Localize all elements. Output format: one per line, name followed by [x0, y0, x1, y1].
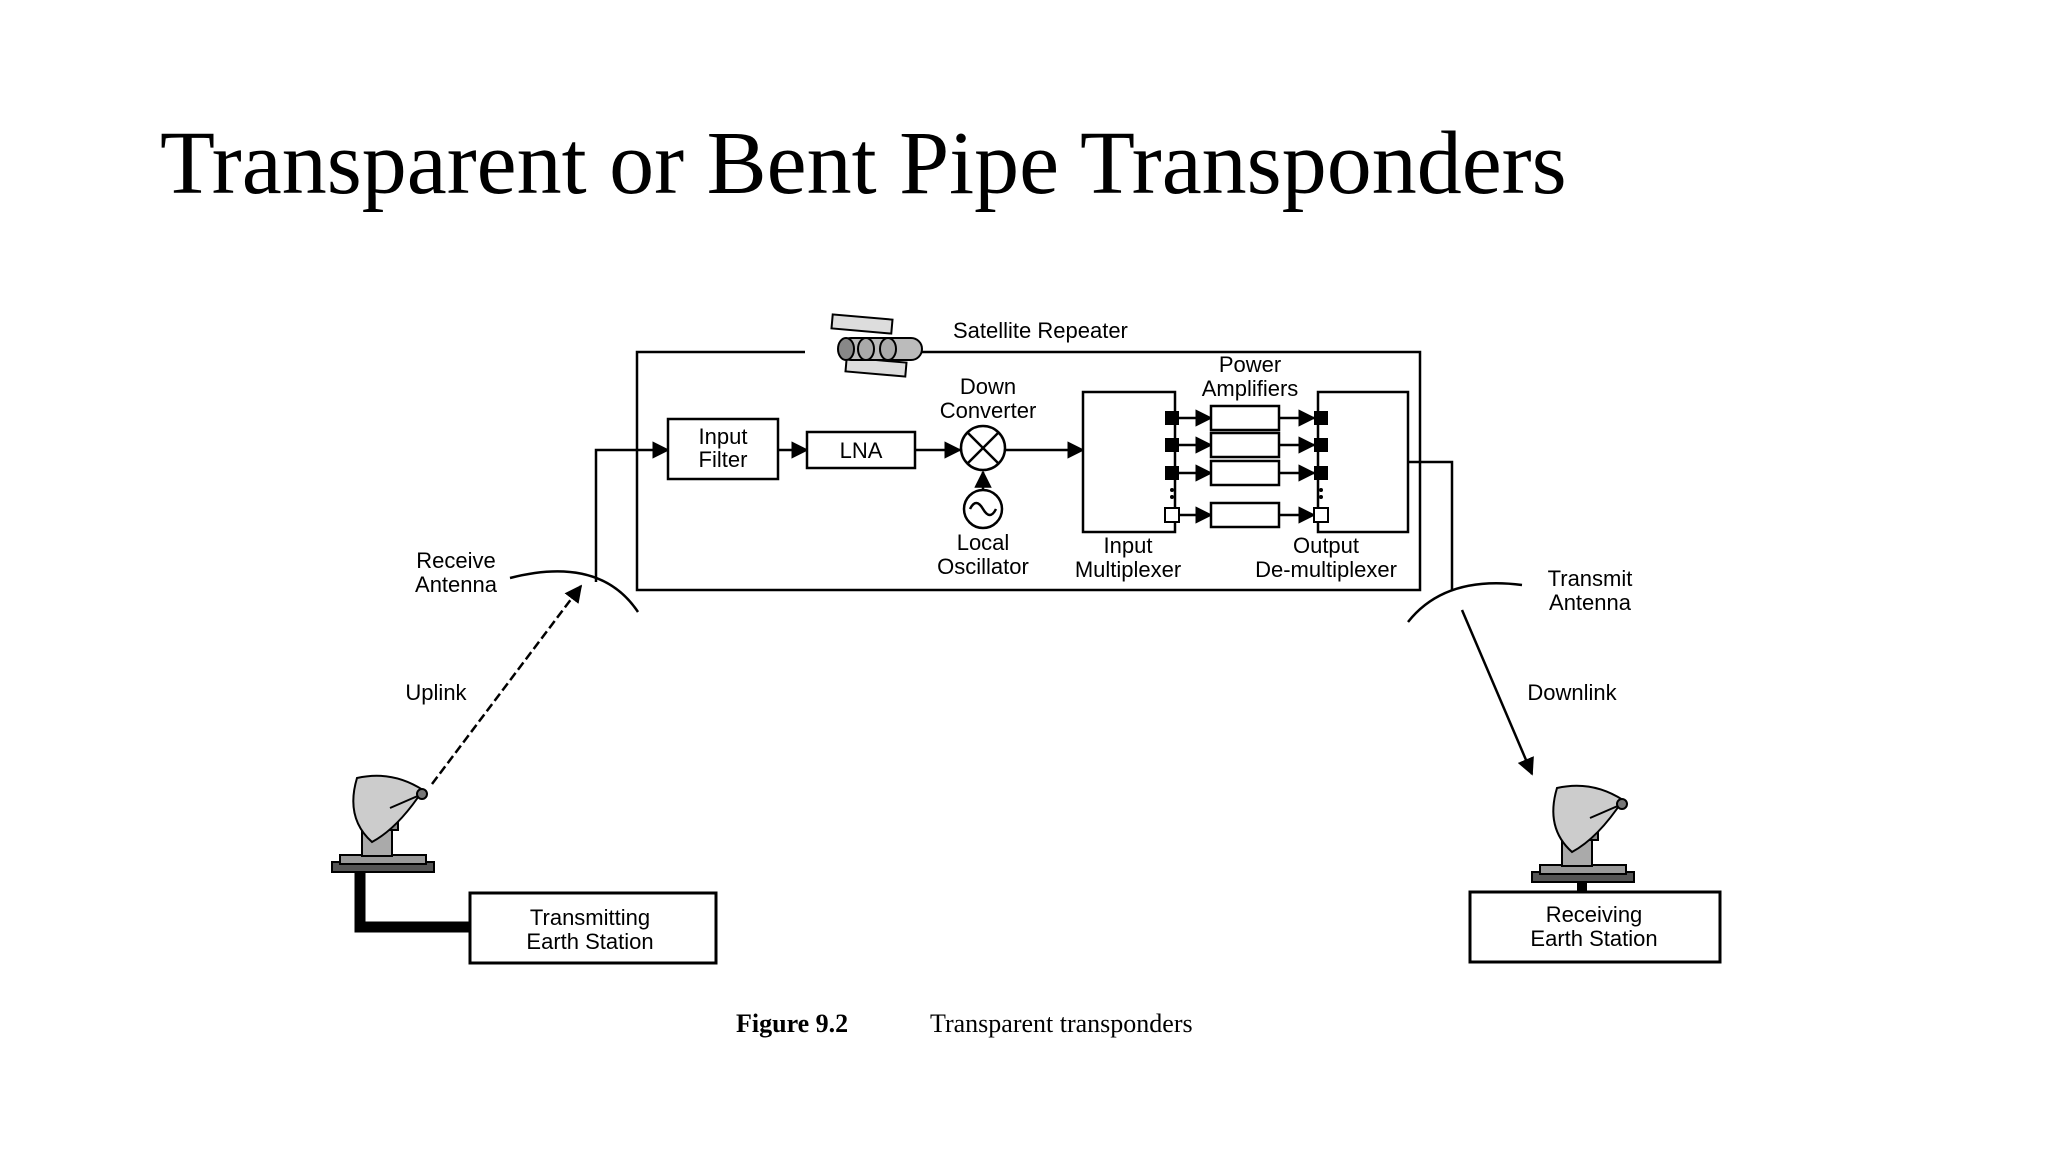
- receive-antenna-label-1: Receive: [416, 548, 495, 573]
- transmit-antenna-label-1: Transmit: [1548, 566, 1633, 591]
- transmit-antenna-icon: [1407, 582, 1523, 623]
- uplink-arrow: [431, 584, 583, 785]
- figure-caption: Transparent transponders: [930, 1009, 1193, 1038]
- receive-antenna-icon: [509, 570, 640, 613]
- power-amplifiers-label-2: Amplifiers: [1202, 376, 1299, 401]
- output-demultiplexer-label-2: De-multiplexer: [1255, 557, 1397, 582]
- transmitting-station-box: [468, 891, 718, 965]
- downlink-arrow: [1460, 609, 1534, 776]
- amplifier-channel-4: [1164, 501, 1329, 529]
- receiving-station-box: [1468, 890, 1722, 964]
- receiving-dish-icon: [1531, 784, 1635, 883]
- downlink-label: Downlink: [1527, 680, 1617, 705]
- amplifier-channel-1: [1165, 404, 1328, 432]
- mixer-icon: [959, 424, 1007, 472]
- lna-block: [805, 430, 917, 470]
- down-converter-label-2: Converter: [940, 398, 1037, 423]
- input-multiplexer-label-1: Input: [1104, 533, 1153, 558]
- satellite-repeater-label: Satellite Repeater: [953, 318, 1128, 343]
- input-multiplexer-block: [1081, 390, 1177, 534]
- channel-continuation-dots: [1170, 488, 1323, 499]
- input-multiplexer-label-2: Multiplexer: [1075, 557, 1181, 582]
- power-amplifiers-label-1: Power: [1219, 352, 1281, 377]
- receive-feed-line: [594, 441, 670, 582]
- input-filter-label-1: Input: [699, 424, 748, 449]
- amplifier-channel-3: [1165, 459, 1328, 487]
- transmitting-dish-icon: [331, 774, 435, 873]
- satellite-repeater-frame: [635, 350, 1422, 592]
- lna-label: LNA: [840, 438, 883, 463]
- figure-number: Figure 9.2: [736, 1009, 848, 1038]
- output-demultiplexer-label-1: Output: [1293, 533, 1359, 558]
- transmit-antenna-label-2: Antenna: [1549, 590, 1632, 615]
- input-filter-label-2: Filter: [699, 447, 748, 472]
- local-oscillator-label-2: Oscillator: [937, 554, 1029, 579]
- receiving-station-label-1: Receiving: [1546, 902, 1643, 927]
- satellite-icon: [830, 313, 923, 378]
- transmitting-station-label-1: Transmitting: [530, 905, 650, 930]
- transmitting-cable: [354, 872, 470, 933]
- down-converter-label-1: Down: [960, 374, 1016, 399]
- uplink-label: Uplink: [405, 680, 467, 705]
- transmit-feed-line: [1408, 460, 1454, 590]
- local-oscillator-label-1: Local: [957, 530, 1010, 555]
- transmitting-station-label-2: Earth Station: [526, 929, 653, 954]
- local-oscillator-icon: [962, 488, 1004, 530]
- output-demultiplexer-block: [1316, 390, 1410, 534]
- receive-antenna-label-2: Antenna: [415, 572, 498, 597]
- receiving-station-label-2: Earth Station: [1530, 926, 1657, 951]
- slide-title: Transparent or Bent Pipe Transponders: [160, 114, 1567, 213]
- amplifier-channel-2: [1165, 431, 1328, 459]
